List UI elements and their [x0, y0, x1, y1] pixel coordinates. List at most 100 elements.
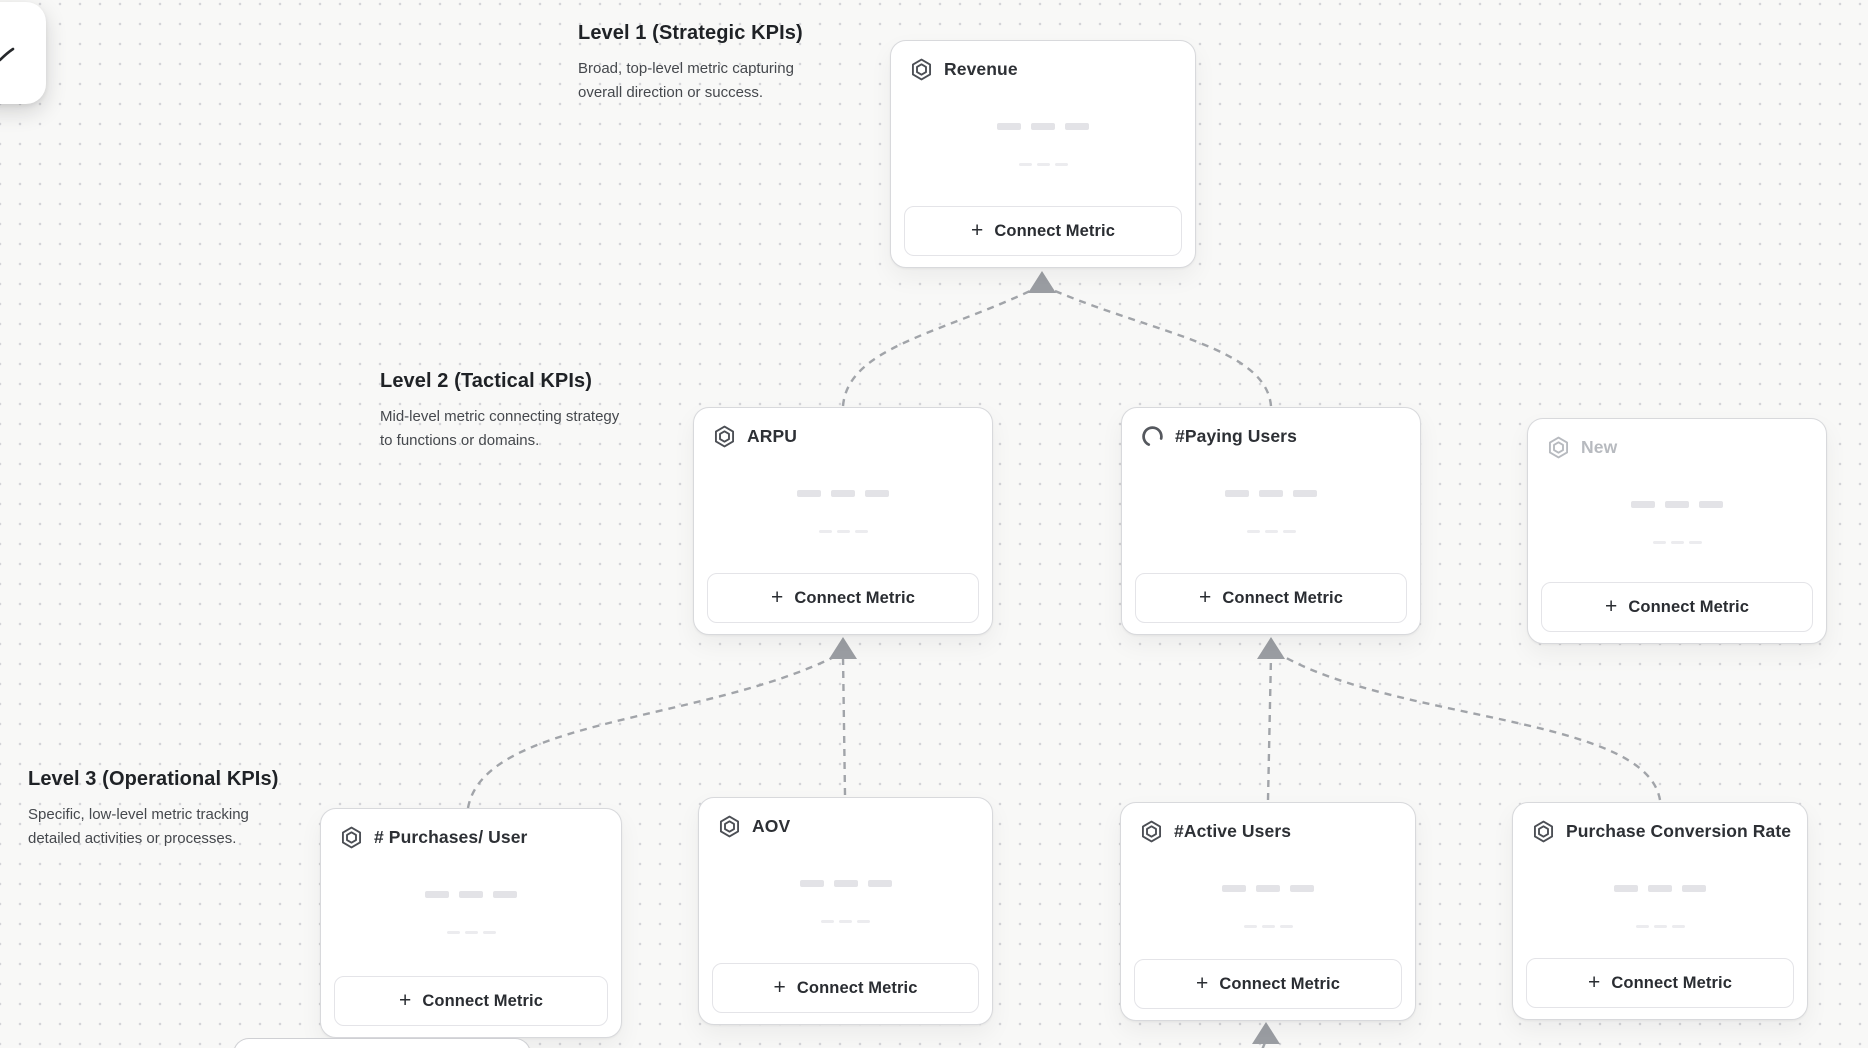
arrowhead-arpu-icon	[829, 637, 857, 659]
skeleton-bar	[1256, 885, 1280, 892]
metric-skeleton	[1121, 925, 1415, 928]
skeleton-bar	[1018, 163, 1032, 166]
level-2-description: Mid-level metric connecting strategy to …	[380, 408, 620, 449]
skeleton-bar	[997, 123, 1021, 130]
metric-card-purchases-per-user[interactable]: # Purchases/ User + Connect Metric	[320, 808, 622, 1038]
metric-card-aov[interactable]: AOV + Connect Metric	[698, 797, 993, 1025]
metric-card-active-users[interactable]: #Active Users + Connect Metric	[1120, 802, 1416, 1021]
level-2-title: Level 2 (Tactical KPIs)	[380, 370, 593, 392]
metric-skeleton	[321, 931, 621, 934]
skeleton-bar	[1653, 925, 1667, 928]
connect-metric-button[interactable]: + Connect Metric	[334, 976, 608, 1026]
skeleton-bar	[854, 530, 868, 533]
card-header: # Purchases/ User	[340, 826, 527, 849]
metric-skeleton	[321, 891, 621, 898]
skeleton-bar	[1279, 925, 1293, 928]
metric-hexagon-icon	[340, 826, 363, 849]
skeleton-bar	[482, 931, 496, 934]
skeleton-bar	[797, 490, 821, 497]
card-header: #Active Users	[1140, 820, 1291, 843]
skeleton-bar	[1614, 885, 1638, 892]
plus-icon: +	[773, 975, 786, 999]
connector-pcr-paying	[1280, 653, 1662, 801]
skeleton-bar	[857, 920, 870, 923]
skeleton-bar	[836, 530, 850, 533]
metric-skeleton	[1121, 885, 1415, 892]
connect-metric-button[interactable]: + Connect Metric	[1135, 573, 1407, 623]
metric-hexagon-icon	[910, 58, 933, 81]
metric-skeleton	[1122, 530, 1420, 533]
skeleton-bar	[1222, 885, 1246, 892]
card-title: Revenue	[944, 59, 1018, 79]
skeleton-bar	[1670, 541, 1684, 544]
card-header: #Paying Users	[1141, 425, 1297, 448]
metric-skeleton	[694, 490, 992, 497]
arrowhead-revenue-icon	[1028, 271, 1056, 293]
skeleton-bar	[1682, 885, 1706, 892]
skeleton-bar	[425, 891, 449, 898]
card-title: #Active Users	[1174, 821, 1292, 841]
metric-skeleton	[1122, 490, 1420, 497]
skeleton-bar	[865, 490, 889, 497]
metric-card-arpu[interactable]: ARPU + Connect Metric	[693, 407, 993, 635]
skeleton-bar	[1225, 490, 1249, 497]
skeleton-bar	[1290, 885, 1314, 892]
skeleton-bar	[1688, 541, 1702, 544]
connector-offscreen-active	[1261, 1039, 1268, 1048]
level-2-label: Level 2 (Tactical KPIs) Mid-level metric…	[380, 370, 628, 453]
plus-icon: +	[1199, 585, 1212, 609]
skeleton-bar	[1065, 123, 1089, 130]
skeleton-bar	[493, 891, 517, 898]
connect-metric-button[interactable]: + Connect Metric	[1134, 959, 1402, 1009]
connect-metric-label: Connect Metric	[994, 221, 1115, 240]
arrowhead-paying-icon	[1257, 637, 1285, 659]
level-3-description: Specific, low-level metric tracking deta…	[28, 806, 249, 847]
connect-metric-label: Connect Metric	[794, 588, 915, 607]
metric-card-revenue[interactable]: Revenue + Connect Metric	[890, 40, 1196, 268]
connect-metric-button[interactable]: + Connect Metric	[1526, 958, 1794, 1008]
card-title: New	[1581, 437, 1618, 457]
connector-active-paying	[1266, 655, 1273, 801]
connect-metric-button[interactable]: + Connect Metric	[707, 573, 979, 623]
metric-card-paying-users[interactable]: #Paying Users + Connect Metric	[1121, 407, 1421, 635]
metric-card-new[interactable]: New + Connect Metric	[1527, 418, 1827, 644]
metric-hexagon-icon	[718, 815, 741, 838]
connect-metric-label: Connect Metric	[796, 978, 918, 997]
skeleton-bar	[818, 530, 832, 533]
floating-panel-fragment[interactable]	[0, 2, 46, 104]
plus-icon: +	[971, 218, 984, 242]
connect-metric-button[interactable]: + Connect Metric	[712, 963, 979, 1013]
arrowhead-active-icon	[1252, 1022, 1280, 1044]
skeleton-bar	[1246, 530, 1260, 533]
skeleton-bar	[867, 880, 892, 887]
skeleton-bar	[1054, 163, 1068, 166]
plus-icon: +	[1588, 970, 1601, 994]
level-1-label: Level 1 (Strategic KPIs) Broad, top-leve…	[578, 22, 828, 105]
skeleton-bar	[1665, 501, 1689, 508]
connect-metric-button[interactable]: + Connect Metric	[1541, 582, 1813, 632]
level-3-title: Level 3 (Operational KPIs)	[28, 768, 279, 790]
card-header: Revenue	[910, 58, 1018, 81]
skeleton-bar	[831, 490, 855, 497]
card-header: AOV	[718, 815, 790, 838]
metric-skeleton	[694, 530, 992, 533]
skeleton-bar	[1282, 530, 1296, 533]
plus-icon: +	[771, 585, 784, 609]
connect-metric-label: Connect Metric	[1611, 973, 1732, 992]
skeleton-bar	[459, 891, 483, 898]
skeleton-bar	[446, 931, 460, 934]
cursor-tool-icon	[0, 47, 15, 62]
metric-card-purchase-conversion-rate[interactable]: Purchase Conversion Rate + Connect Metri…	[1512, 802, 1808, 1020]
connect-metric-label: Connect Metric	[1219, 974, 1340, 993]
connector-arpu-revenue	[841, 289, 1031, 407]
card-title: #Paying Users	[1175, 426, 1297, 446]
metric-skeleton	[1528, 501, 1826, 508]
metric-skeleton	[1528, 541, 1826, 544]
connect-metric-label: Connect Metric	[1222, 588, 1343, 607]
metric-card-partial[interactable]	[233, 1038, 531, 1048]
card-title: AOV	[752, 816, 791, 836]
metric-hexagon-icon	[713, 425, 736, 448]
card-title: Purchase Conversion Rate	[1566, 821, 1792, 841]
connect-metric-button[interactable]: + Connect Metric	[904, 206, 1182, 256]
